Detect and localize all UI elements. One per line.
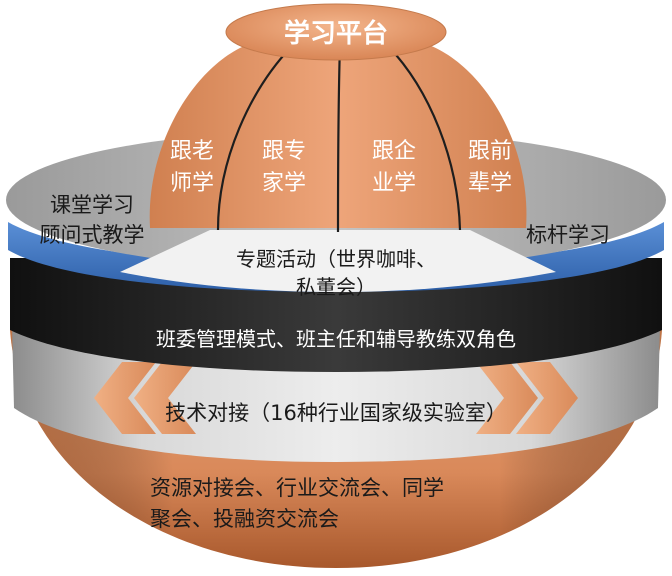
tech-docking-label: 技术对接（16种行业国家级实验室）	[165, 401, 507, 425]
segment-teacher-line2: 师学	[170, 171, 214, 196]
class-management-label: 班委管理模式、班主任和辅导教练双角色	[156, 327, 516, 351]
benchmark-learning-label: 标杆学习	[526, 223, 610, 247]
segment-enterprise-line2: 业学	[372, 171, 416, 196]
topic-plate	[120, 230, 556, 292]
top-cap	[225, 3, 447, 61]
classroom-learning-label: 课堂学习	[50, 193, 134, 217]
segment-expert-line1: 跟专	[262, 139, 306, 164]
topic-activity-line1: 专题活动（世界咖啡、	[236, 247, 436, 271]
dome-rib-1	[216, 45, 293, 231]
black-band	[10, 258, 662, 372]
chevron-right-1	[476, 362, 538, 434]
dome-ribs	[216, 43, 462, 233]
platform-title: 学习平台	[284, 18, 388, 49]
topic-activity-line2: 私董会）	[296, 275, 376, 299]
chevron-left-2	[134, 362, 196, 434]
chevrons-right	[476, 362, 578, 434]
dome-segment-labels: 跟老 师学 跟专 家学 跟企 业学 跟前 辈学	[170, 139, 512, 196]
dome-rib-3	[387, 45, 462, 231]
resource-events-line2: 聚会、投融资交流会	[150, 507, 339, 531]
segment-enterprise-line1: 跟企	[372, 139, 416, 164]
consulting-teaching-label: 顾问式教学	[40, 223, 145, 247]
segment-teacher-line1: 跟老	[170, 139, 214, 164]
segment-senior-line1: 跟前	[468, 139, 512, 164]
dome-rib-2	[336, 43, 342, 233]
segment-expert-line2: 家学	[262, 171, 306, 196]
chevron-right-2	[516, 362, 578, 434]
chevrons-left	[94, 362, 196, 434]
segment-senior-line2: 辈学	[468, 171, 512, 196]
resource-events-line1: 资源对接会、行业交流会、同学	[150, 476, 444, 500]
chevron-left-1	[94, 362, 156, 434]
